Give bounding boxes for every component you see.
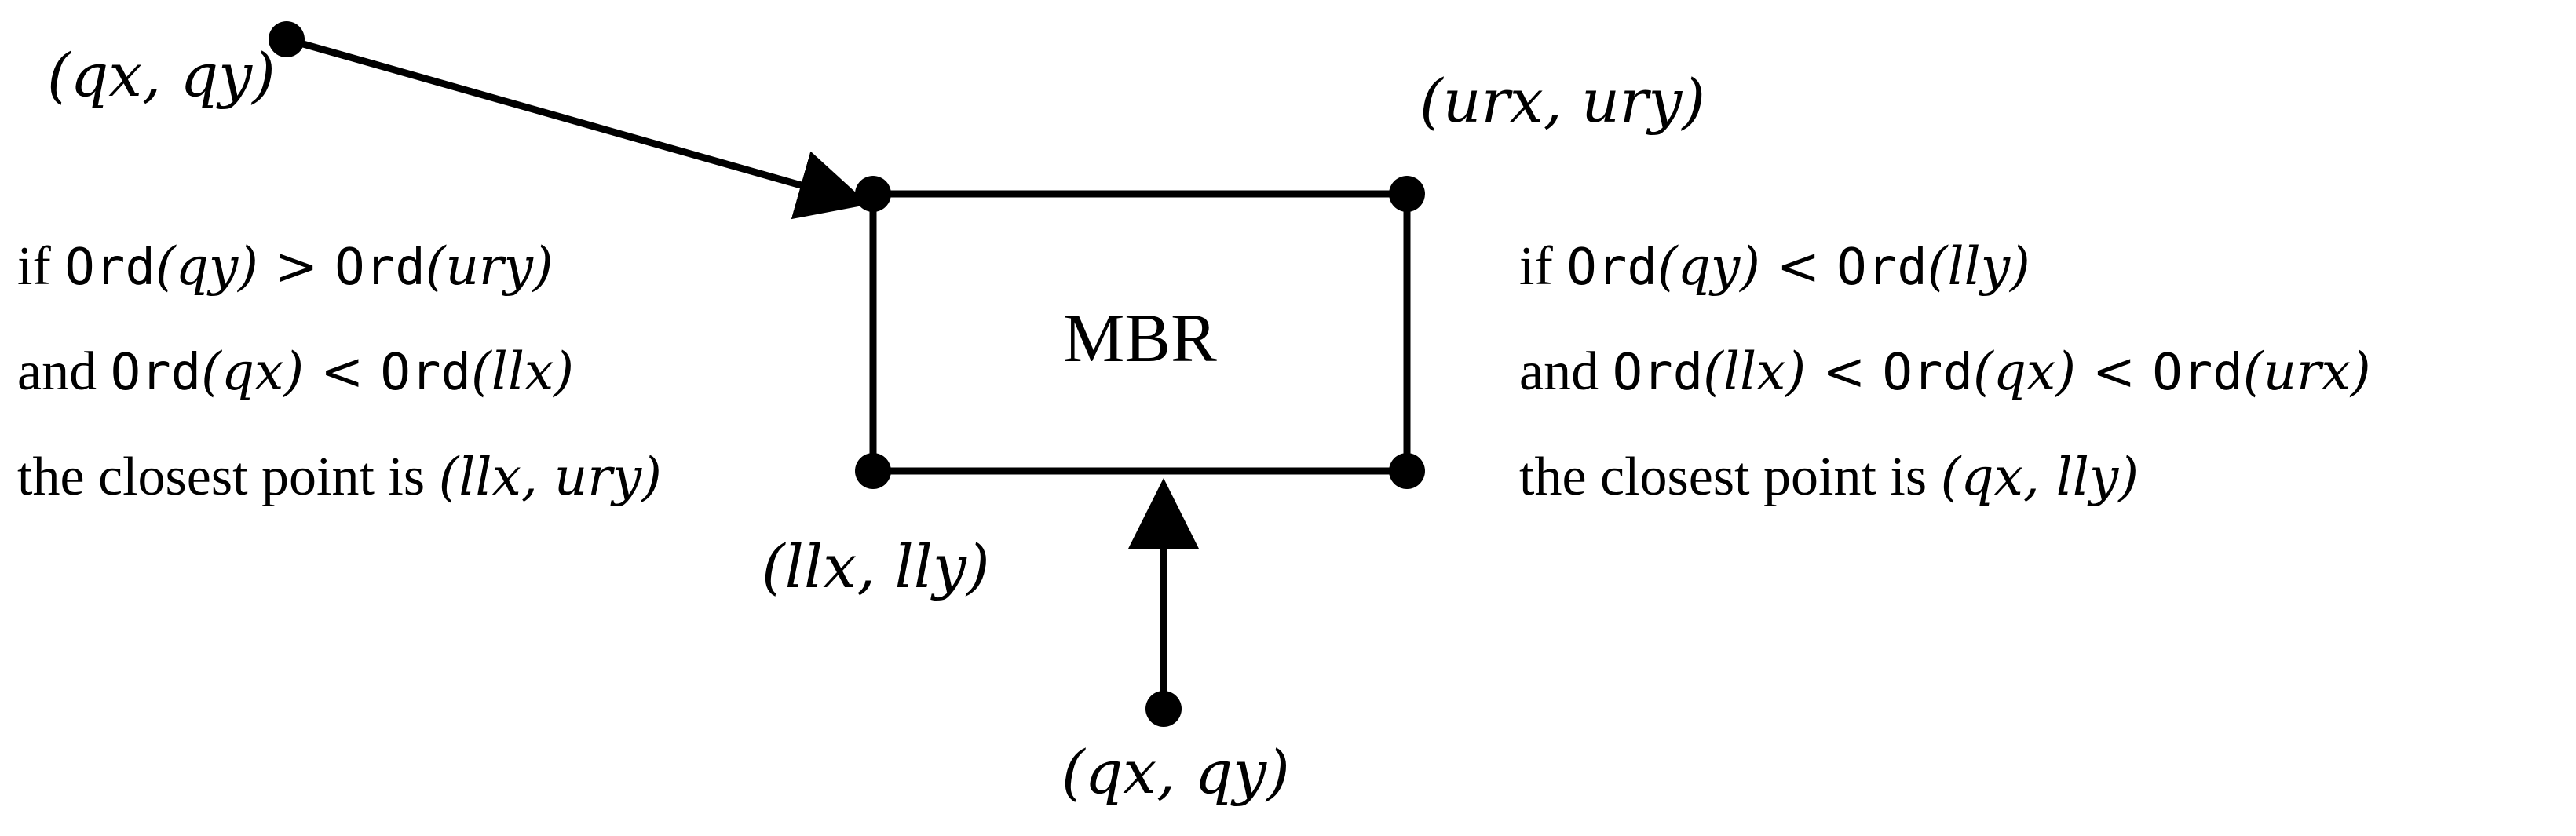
mbr-corner-lower-right xyxy=(1389,453,1425,489)
right-condition-line-1: if Ord(qy) < Ord(lly) xyxy=(1519,236,2030,297)
mbr-corner-upper-left xyxy=(855,176,891,212)
right-condition-line-2: and Ord(llx) < Ord(qx) < Ord(urx) xyxy=(1519,341,2371,402)
left-condition-line-1: if Ord(qy) > Ord(ury) xyxy=(17,236,554,297)
left-condition-line-3: the closest point is (llx, ury) xyxy=(17,447,662,507)
mbr-corner-upper-right xyxy=(1389,176,1425,212)
arrow-to-upper-left-corner xyxy=(285,35,869,220)
right-condition-line-3: the closest point is (qx, lly) xyxy=(1519,447,2139,507)
lower-left-corner-label: (llx, lly) xyxy=(762,531,990,601)
upper-right-corner-label: (urx, ury) xyxy=(1420,66,1705,136)
left-condition-line-2: and Ord(qx) < Ord(llx) xyxy=(17,341,574,402)
mbr-label: MBR xyxy=(1063,301,1217,377)
mbr-corner-lower-left xyxy=(855,453,891,489)
query-point-top-label: (qx, qy) xyxy=(47,40,276,110)
query-point-bottom-label: (qx, qy) xyxy=(1061,737,1290,807)
mbr-rectangle xyxy=(869,190,1411,475)
